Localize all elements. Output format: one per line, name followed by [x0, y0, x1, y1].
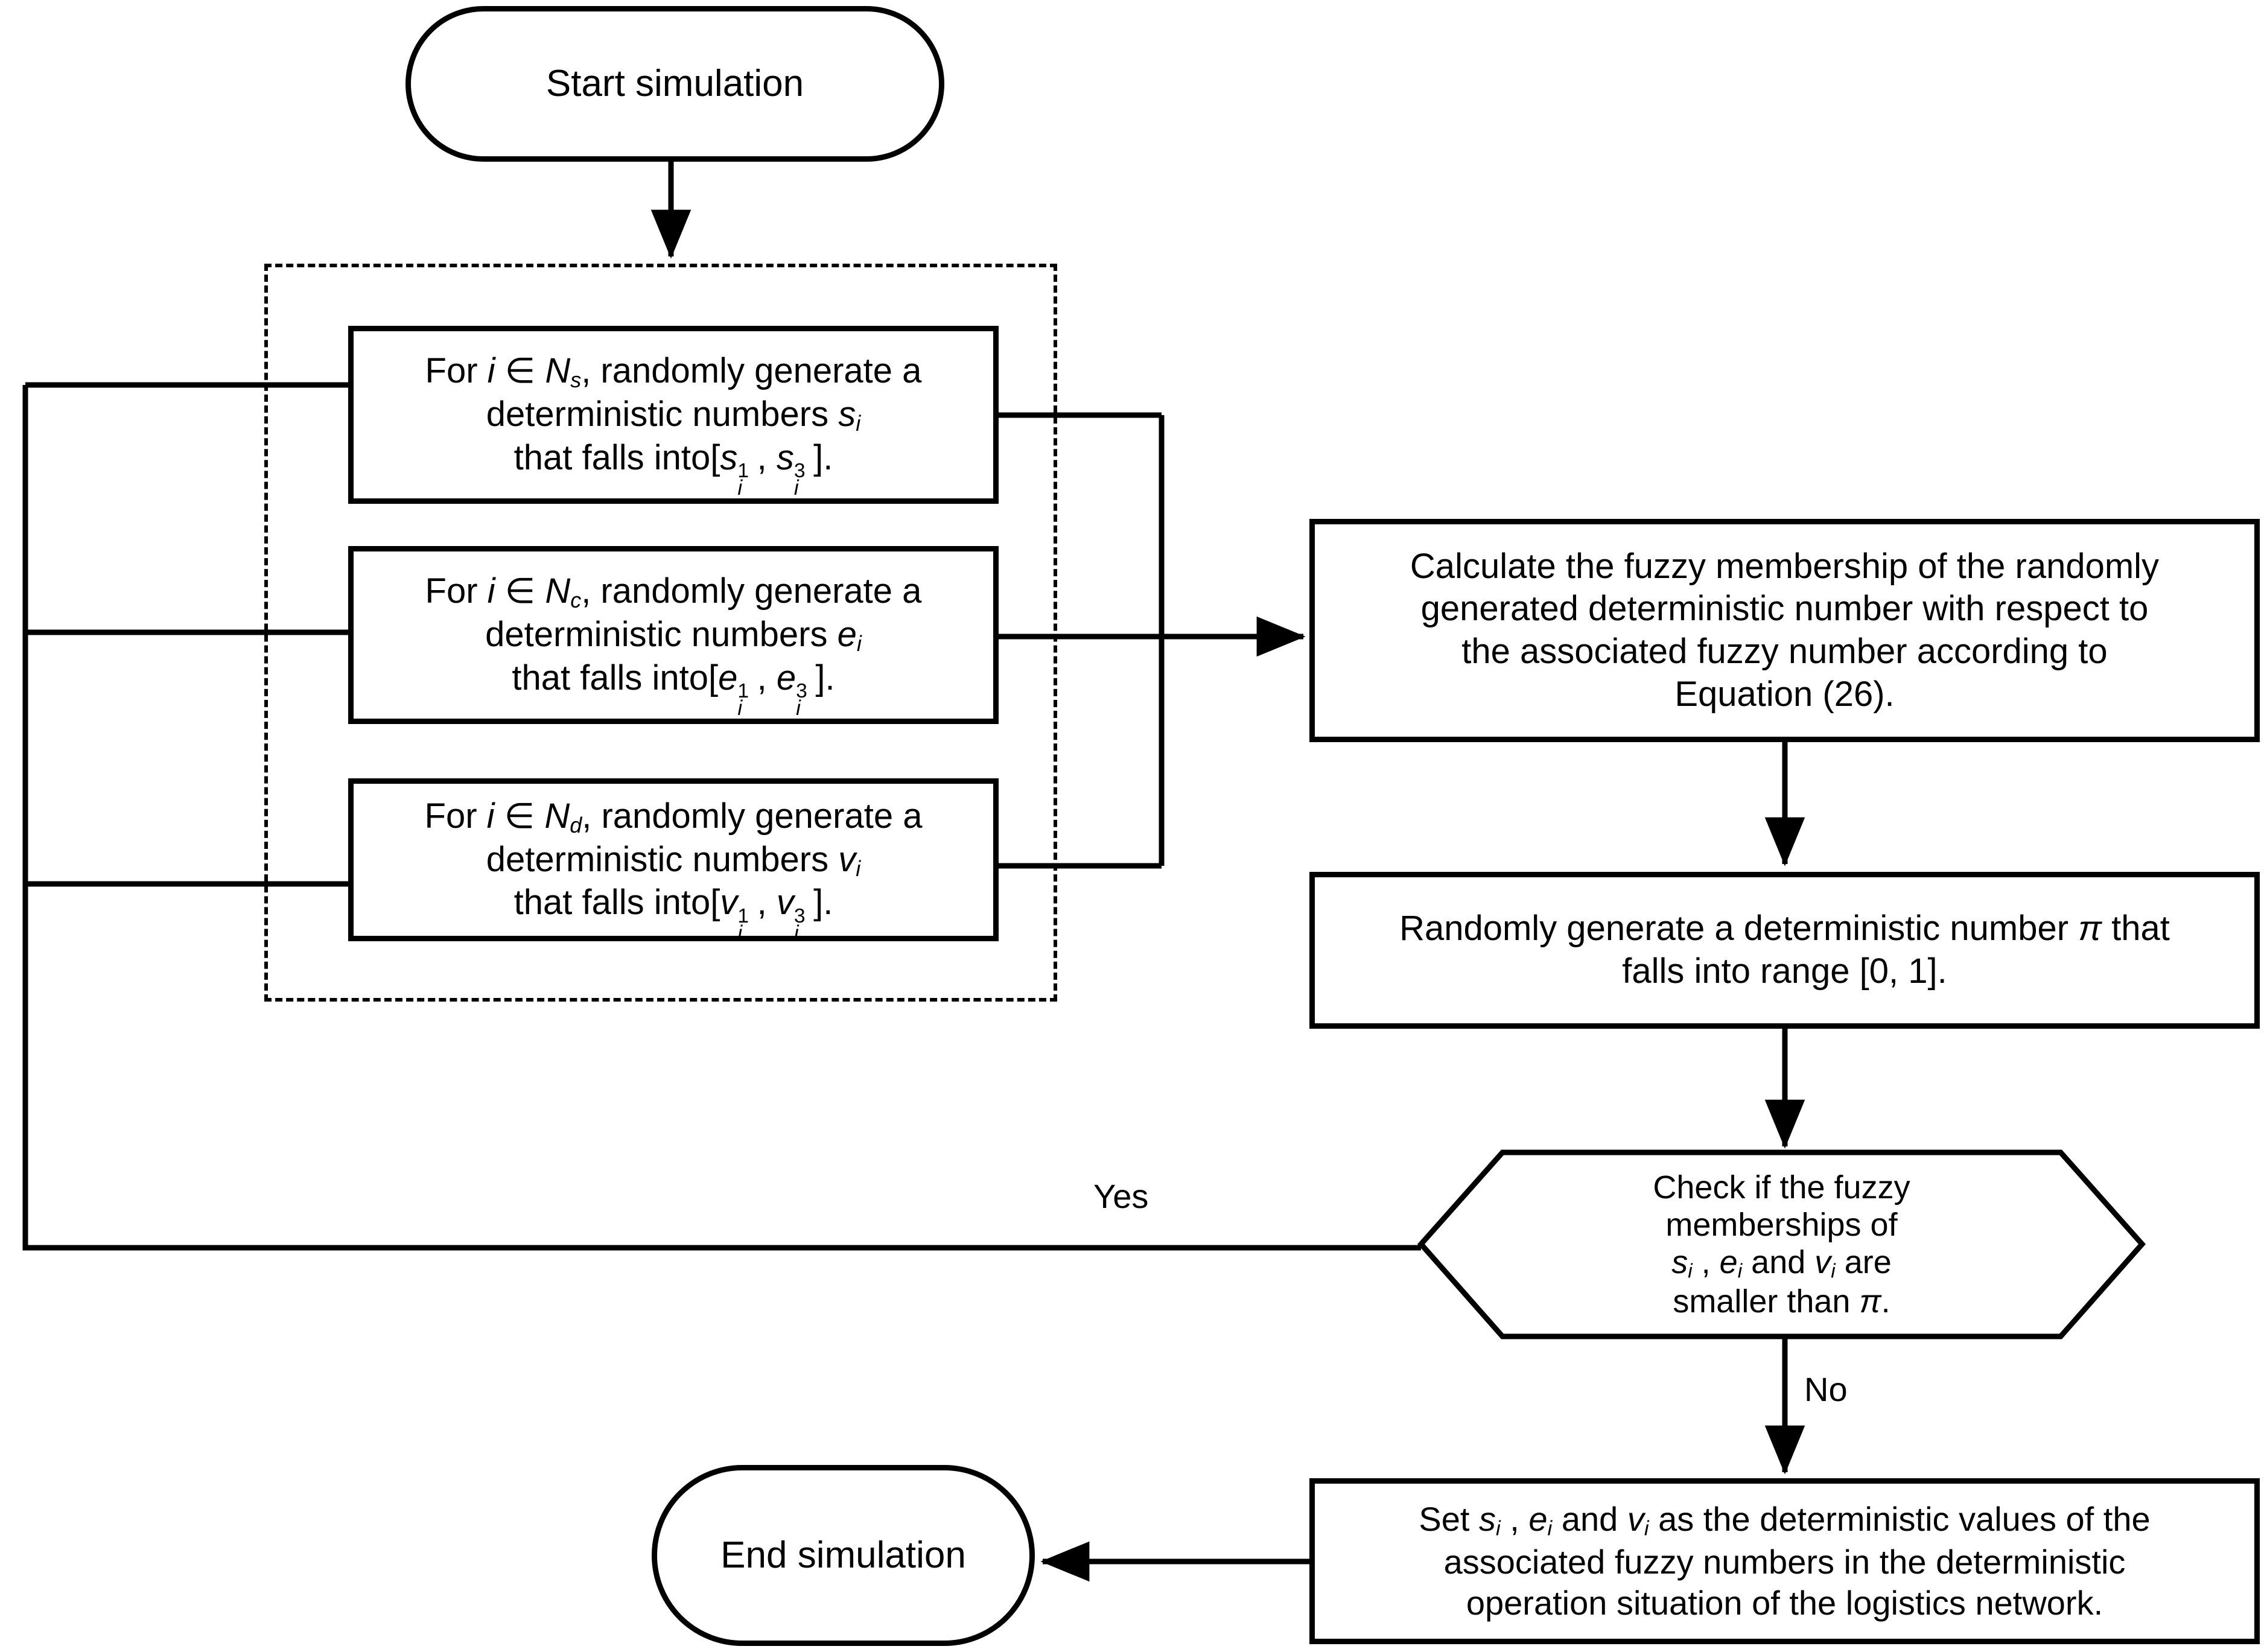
node-decision-text: Check if the fuzzy memberships of si , e…	[1653, 1169, 1910, 1320]
node-end-label: End simulation	[720, 1534, 966, 1577]
node-calculate-text: Calculate the fuzzy membership of the ra…	[1410, 546, 2160, 714]
node-generate-s-text: For i ∈ Ns, randomly generate a determin…	[425, 351, 922, 500]
edge-label-no: No	[1804, 1373, 1848, 1406]
node-generate-e-text: For i ∈ Nc, randomly generate a determin…	[425, 571, 922, 720]
node-generate-v[interactable]: For i ∈ Nd, randomly generate a determin…	[348, 778, 999, 945]
node-decision-label-wrap: Check if the fuzzy memberships of si , e…	[1421, 1152, 2142, 1336]
node-start-simulation[interactable]: Start simulation	[405, 6, 944, 162]
node-generate-v-text: For i ∈ Nd, randomly generate a determin…	[424, 796, 923, 945]
node-generate-s[interactable]: For i ∈ Ns, randomly generate a determin…	[348, 326, 999, 504]
edge-label-yes: Yes	[1093, 1180, 1148, 1213]
random-generation-group	[264, 264, 1057, 1002]
edge-label-yes-text: Yes	[1093, 1177, 1149, 1215]
node-decision-check[interactable]: Check if the fuzzy memberships of si , e…	[1421, 1152, 2142, 1336]
node-calculate-membership[interactable]: Calculate the fuzzy membership of the ra…	[1309, 519, 2260, 742]
node-start-label: Start simulation	[545, 63, 804, 105]
node-set-values-text: Set si , ei and vi as the deterministic …	[1419, 1499, 2151, 1622]
node-generate-e[interactable]: For i ∈ Nc, randomly generate a determin…	[348, 546, 999, 724]
node-random-pi[interactable]: Randomly generate a deterministic number…	[1309, 872, 2260, 1029]
node-random-pi-text: Randomly generate a deterministic number…	[1399, 909, 2170, 991]
node-end-simulation[interactable]: End simulation	[652, 1465, 1035, 1646]
edge-label-no-text: No	[1804, 1370, 1848, 1408]
node-set-values[interactable]: Set si , ei and vi as the deterministic …	[1309, 1478, 2260, 1644]
